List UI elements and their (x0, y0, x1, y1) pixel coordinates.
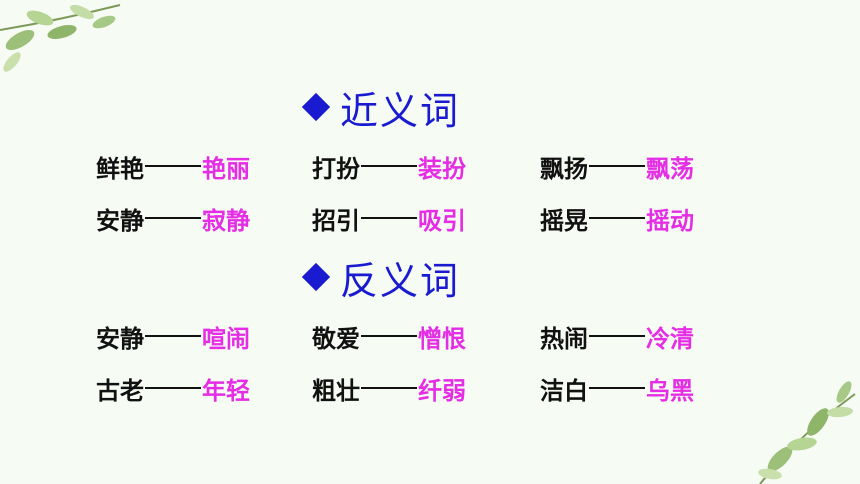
diamond-bullet-icon (301, 262, 331, 292)
synonym-pair: 鲜艳 艳丽 (96, 149, 250, 183)
synonyms-heading: 近义词 (301, 82, 461, 133)
word: 粗壮 (312, 376, 360, 405)
antonym-pair: 粗壮 纤弱 (312, 371, 466, 405)
leaf-decoration-top-left (0, 4, 121, 72)
dash-separator (361, 165, 417, 167)
answer: 飘荡 (646, 154, 694, 183)
antonym-pair: 敬爱 憎恨 (312, 319, 466, 353)
word: 招引 (312, 206, 360, 235)
dash-separator (589, 217, 645, 219)
antonym-pair: 洁白 乌黑 (540, 371, 694, 405)
answer: 摇动 (646, 206, 694, 235)
dash-separator (361, 217, 417, 219)
dash-separator (361, 335, 417, 337)
word: 安静 (96, 324, 144, 353)
dash-separator (145, 165, 201, 167)
answer: 艳丽 (202, 154, 250, 183)
synonym-pair: 安静 寂静 (96, 201, 250, 235)
dash-separator (589, 387, 645, 389)
word: 敬爱 (312, 324, 360, 353)
answer: 乌黑 (646, 376, 694, 405)
answer: 装扮 (418, 154, 466, 183)
word: 鲜艳 (96, 154, 144, 183)
synonym-pair: 飘扬 飘荡 (540, 149, 694, 183)
dash-separator (589, 335, 645, 337)
antonyms-heading: 反义词 (301, 252, 461, 303)
word: 安静 (96, 206, 144, 235)
synonyms-heading-text: 近义词 (340, 88, 461, 133)
dash-separator (589, 165, 645, 167)
answer: 寂静 (202, 206, 250, 235)
word: 打扮 (312, 154, 360, 183)
synonym-pair: 招引 吸引 (312, 201, 466, 235)
dash-separator (145, 387, 201, 389)
answer: 年轻 (202, 376, 250, 405)
word: 摇晃 (540, 206, 588, 235)
antonym-pair: 古老 年轻 (96, 371, 250, 405)
word: 古老 (96, 376, 144, 405)
answer: 喧闹 (202, 324, 250, 353)
answer: 纤弱 (418, 376, 466, 405)
word: 洁白 (540, 376, 588, 405)
dash-separator (145, 217, 201, 219)
leaf-decoration-bottom-right (758, 381, 856, 484)
synonym-pair: 打扮 装扮 (312, 149, 466, 183)
word: 飘扬 (540, 154, 588, 183)
diamond-bullet-icon (301, 92, 331, 122)
dash-separator (145, 335, 201, 337)
word: 热闹 (540, 324, 588, 353)
answer: 憎恨 (418, 324, 466, 353)
antonym-pair: 热闹 冷清 (540, 319, 694, 353)
dash-separator (361, 387, 417, 389)
answer: 吸引 (418, 206, 466, 235)
antonym-pair: 安静 喧闹 (96, 319, 250, 353)
antonyms-heading-text: 反义词 (340, 258, 461, 303)
answer: 冷清 (646, 324, 694, 353)
synonym-pair: 摇晃 摇动 (540, 201, 694, 235)
